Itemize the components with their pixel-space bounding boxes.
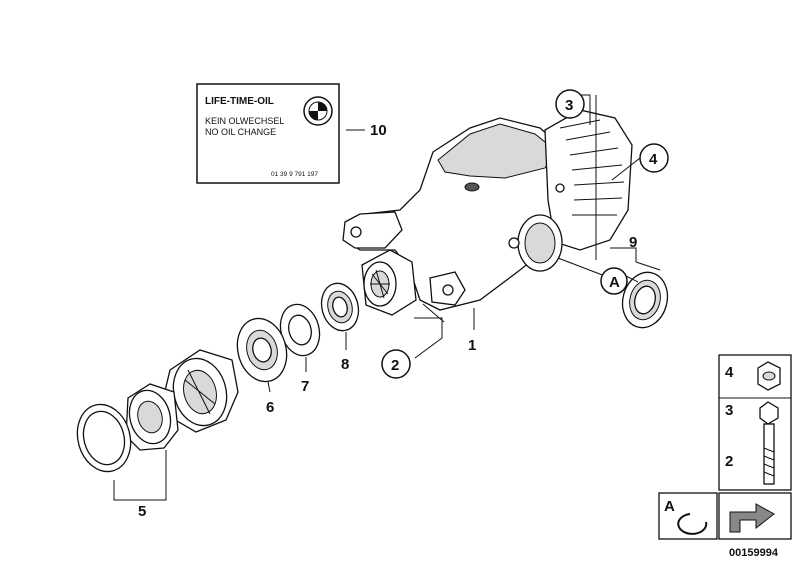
nut-icon bbox=[757, 361, 781, 391]
part-number-1: 1 bbox=[468, 337, 476, 354]
legend-row-a: A bbox=[664, 498, 675, 515]
callout-a-label: A bbox=[609, 274, 620, 291]
circlip-icon bbox=[677, 513, 708, 535]
label-card-line1: KEIN OLWECHSEL bbox=[205, 116, 284, 126]
callout-3: 3 bbox=[555, 89, 585, 119]
part-number-8: 8 bbox=[341, 356, 349, 373]
o-ring-5 bbox=[76, 403, 132, 473]
spacer-6 bbox=[236, 317, 288, 383]
differential-housing bbox=[342, 109, 633, 316]
label-card-part-code: 01 39 9 791 197 bbox=[271, 171, 318, 178]
document-number: 00159994 bbox=[729, 547, 779, 559]
bolt-icon bbox=[759, 401, 779, 485]
shim-7 bbox=[279, 303, 321, 357]
callout-a: A bbox=[600, 267, 628, 295]
part-number-10: 10 bbox=[370, 122, 387, 139]
arrow-icon bbox=[729, 503, 775, 533]
callout-2: 2 bbox=[381, 349, 411, 379]
shaft-seal-9 bbox=[621, 271, 669, 329]
callout-4: 4 bbox=[639, 143, 669, 173]
part-number-6: 6 bbox=[266, 399, 274, 416]
part-number-9: 9 bbox=[629, 234, 637, 251]
part-number-5: 5 bbox=[138, 503, 146, 520]
collar-nut-5 bbox=[125, 383, 179, 451]
label-card-line2: NO OIL CHANGE bbox=[205, 127, 276, 137]
callout-2-label: 2 bbox=[391, 357, 399, 374]
legend-row-4: 4 bbox=[725, 364, 734, 381]
legend-row-2: 2 bbox=[725, 453, 733, 470]
drive-flange bbox=[163, 349, 239, 433]
part-number-7: 7 bbox=[301, 378, 309, 395]
label-card-title: LIFE-TIME-OIL bbox=[205, 96, 274, 107]
callout-4-label: 4 bbox=[649, 151, 658, 168]
legend-row-3: 3 bbox=[725, 402, 733, 419]
callout-3-label: 3 bbox=[565, 97, 573, 114]
shaft-seal-8 bbox=[320, 282, 360, 332]
bmw-logo-icon bbox=[303, 96, 333, 126]
fastener-legend: 4 3 2 A bbox=[658, 354, 792, 540]
life-time-oil-label-card: LIFE-TIME-OIL KEIN OLWECHSEL NO OIL CHAN… bbox=[196, 83, 340, 184]
